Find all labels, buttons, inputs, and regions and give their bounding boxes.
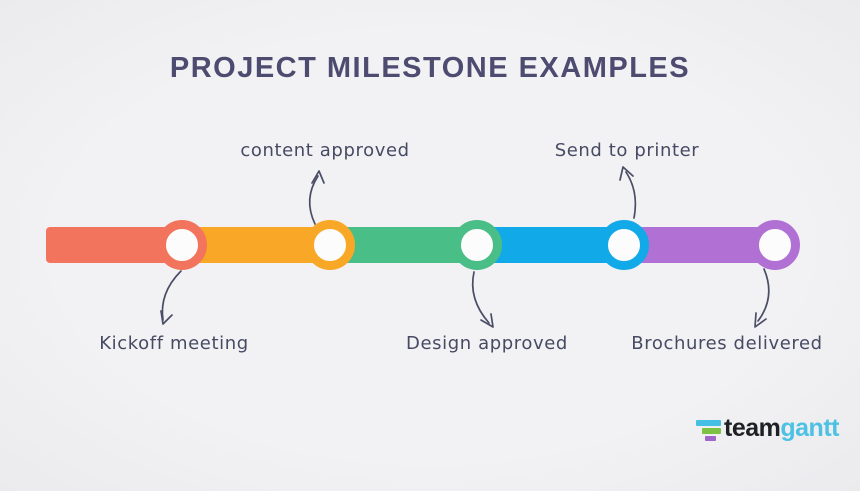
milestone-node-kickoff <box>157 220 207 270</box>
milestone-label-send: Send to printer <box>554 140 700 161</box>
arrow-content-head <box>311 170 325 184</box>
milestone-label-kickoff: Kickoff meeting <box>99 333 249 354</box>
arrow-design-head <box>480 313 494 328</box>
milestone-label-design: Design approved <box>406 333 568 354</box>
arrow-delivery-icon <box>757 268 770 322</box>
milestone-node-design <box>452 220 502 270</box>
arrow-kickoff-icon <box>161 270 182 321</box>
gantt-bar-bottom-icon <box>705 436 716 441</box>
arrow-content-icon <box>308 175 319 225</box>
milestone-node-content <box>305 220 355 270</box>
arrow-send-icon <box>625 171 637 219</box>
teamgantt-logo: teamgantt <box>696 414 839 448</box>
milestone-label-brochures: Brochures delivered <box>631 333 823 354</box>
wordmark-gantt: gantt <box>780 414 839 442</box>
gantt-bar-top-icon <box>696 420 721 426</box>
teamgantt-logo-icon <box>696 418 722 442</box>
gantt-bar-middle-icon <box>702 428 721 434</box>
arrow-kickoff-head <box>160 310 173 325</box>
milestone-label-content: content approved <box>240 140 410 161</box>
page-title: PROJECT MILESTONE EXAMPLES <box>169 52 691 84</box>
arrow-delivery-head <box>754 312 767 328</box>
wordmark-team: team <box>724 414 781 442</box>
arrow-design-icon <box>471 271 490 324</box>
milestone-node-delivery <box>750 220 800 270</box>
teamgantt-wordmark: teamgantt <box>724 414 839 443</box>
arrow-send-head <box>619 166 634 181</box>
milestone-node-send <box>599 220 649 270</box>
